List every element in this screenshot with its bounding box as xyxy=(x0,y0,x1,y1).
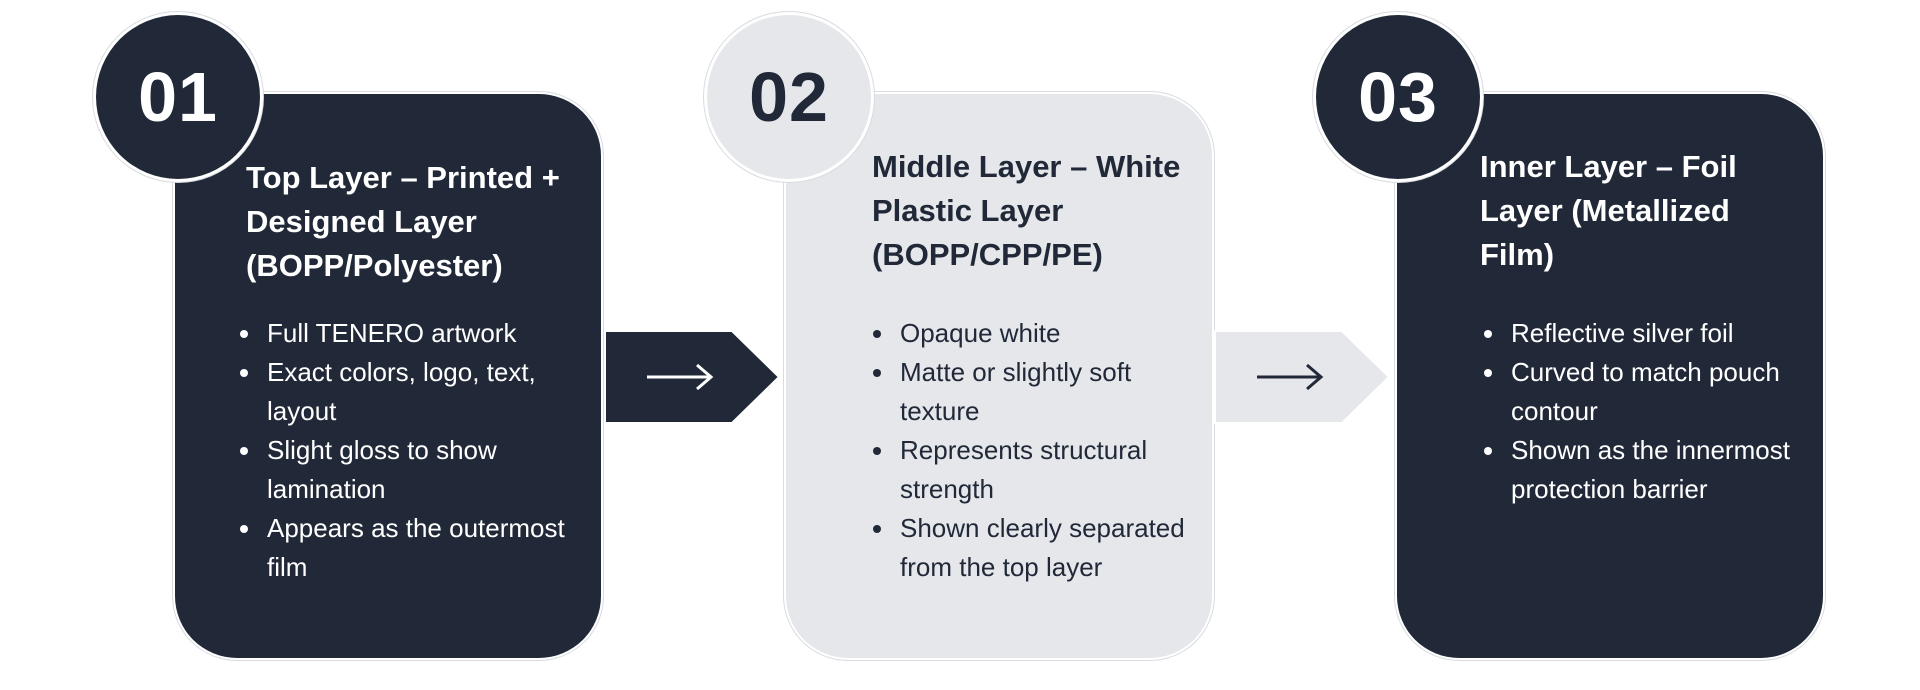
bullet-list: Full TENERO artwork Exact colors, logo, … xyxy=(239,314,593,587)
step-number: 03 xyxy=(1358,58,1438,136)
arrow-right-icon xyxy=(647,363,714,391)
step-title: Middle Layer – White Plastic Layer (BOPP… xyxy=(872,149,1181,272)
bullet-item: Slight gloss to show lamination xyxy=(263,431,593,509)
step-number-badge: 03 xyxy=(1316,15,1480,179)
step-title: Inner Layer – Foil Layer (Metallized Fil… xyxy=(1480,149,1737,272)
bullet-item: Shown as the innermost protection barrie… xyxy=(1507,431,1827,509)
connector-arrow-2 xyxy=(1214,330,1392,424)
step-number-badge: 02 xyxy=(707,15,871,179)
bullet-item: Full TENERO artwork xyxy=(263,314,593,353)
step-card-1: Top Layer – Printed + Designed Layer (BO… xyxy=(175,94,601,658)
bullet-item: Matte or slightly soft texture xyxy=(896,353,1216,431)
step-number-badge: 01 xyxy=(96,15,260,179)
step-number: 01 xyxy=(138,58,218,136)
bullet-item: Represents structural strength xyxy=(896,431,1216,509)
bullet-item: Reflective silver foil xyxy=(1507,314,1827,353)
bullet-item: Opaque white xyxy=(896,314,1216,353)
bullet-list: Reflective silver foil Curved to match p… xyxy=(1483,314,1827,509)
step-card-3: Inner Layer – Foil Layer (Metallized Fil… xyxy=(1397,94,1823,658)
connector-arrow-1 xyxy=(604,330,782,424)
step-title: Top Layer – Printed + Designed Layer (BO… xyxy=(246,160,560,283)
bullet-item: Shown clearly separated from the top lay… xyxy=(896,509,1216,587)
arrow-right-icon xyxy=(1257,363,1324,391)
bullet-list: Opaque white Matte or slightly soft text… xyxy=(872,314,1216,587)
step-card-2: Middle Layer – White Plastic Layer (BOPP… xyxy=(786,94,1212,658)
bullet-item: Exact colors, logo, text, layout xyxy=(263,353,593,431)
bullet-item: Curved to match pouch contour xyxy=(1507,353,1827,431)
bullet-item: Appears as the outermost film xyxy=(263,509,593,587)
step-number: 02 xyxy=(749,58,829,136)
